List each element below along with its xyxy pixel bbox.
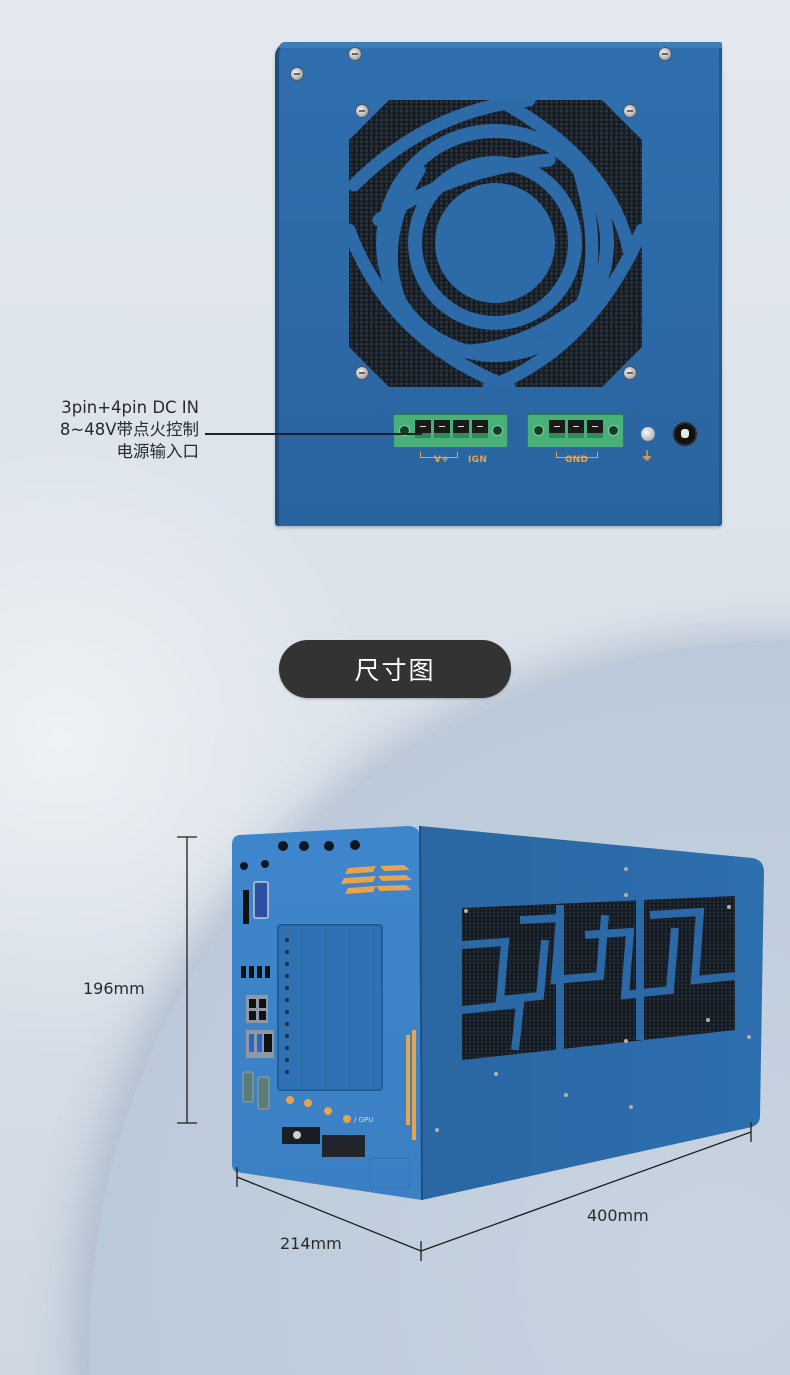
v-plus-bracket [420, 452, 458, 458]
terminal-pin [549, 420, 565, 438]
rotary-switch-icon [675, 424, 695, 444]
screw-icon [349, 48, 361, 60]
gpu-slot-label: / GPU [354, 1116, 373, 1124]
terminal-pin [472, 420, 488, 438]
v-plus-label: V+ [434, 455, 450, 465]
terminal-pin [587, 420, 603, 438]
terminal-pin [453, 420, 469, 438]
dc-in-3pin-terminal [527, 414, 624, 448]
screw-icon [356, 367, 368, 379]
ground-icon: ⏚ [641, 449, 654, 463]
ground-screw-icon [641, 427, 655, 441]
height-dimension-label: 196mm [83, 979, 145, 998]
power-input-callout: 3pin+4pin DC IN 8~48V带点火控制 电源输入口 [60, 397, 199, 463]
section-title-dimensions: 尺寸图 [279, 640, 511, 698]
ign-label: IGN [468, 455, 488, 465]
terminal-pin [568, 420, 584, 438]
terminal-screw-hole [609, 426, 618, 435]
terminal-screw-hole [534, 426, 543, 435]
device-front-panel: V+ IGN GND ⏚ [275, 42, 722, 526]
depth-dimension-label: 214mm [280, 1234, 342, 1253]
length-dimension-label: 400mm [587, 1206, 649, 1225]
screw-icon [356, 105, 368, 117]
terminal-screw-hole [493, 426, 502, 435]
gnd-bracket [556, 452, 598, 458]
gnd-label: GND [565, 455, 589, 465]
chassis-top-edge [279, 42, 722, 48]
terminal-screw-hole [400, 426, 409, 435]
screw-icon [291, 68, 303, 80]
section-title-label: 尺寸图 [354, 656, 436, 685]
terminal-pin [434, 420, 450, 438]
callout-line-3: 电源输入口 [116, 442, 200, 461]
fan-grill-icon [349, 100, 642, 387]
screw-icon [659, 48, 671, 60]
screw-icon [624, 367, 636, 379]
screw-icon [624, 105, 636, 117]
callout-line-1: 3pin+4pin DC IN [61, 398, 199, 417]
callout-leader-line [205, 433, 422, 435]
callout-line-2: 8~48V带点火控制 [59, 420, 199, 439]
dc-in-4pin-terminal [393, 414, 508, 448]
